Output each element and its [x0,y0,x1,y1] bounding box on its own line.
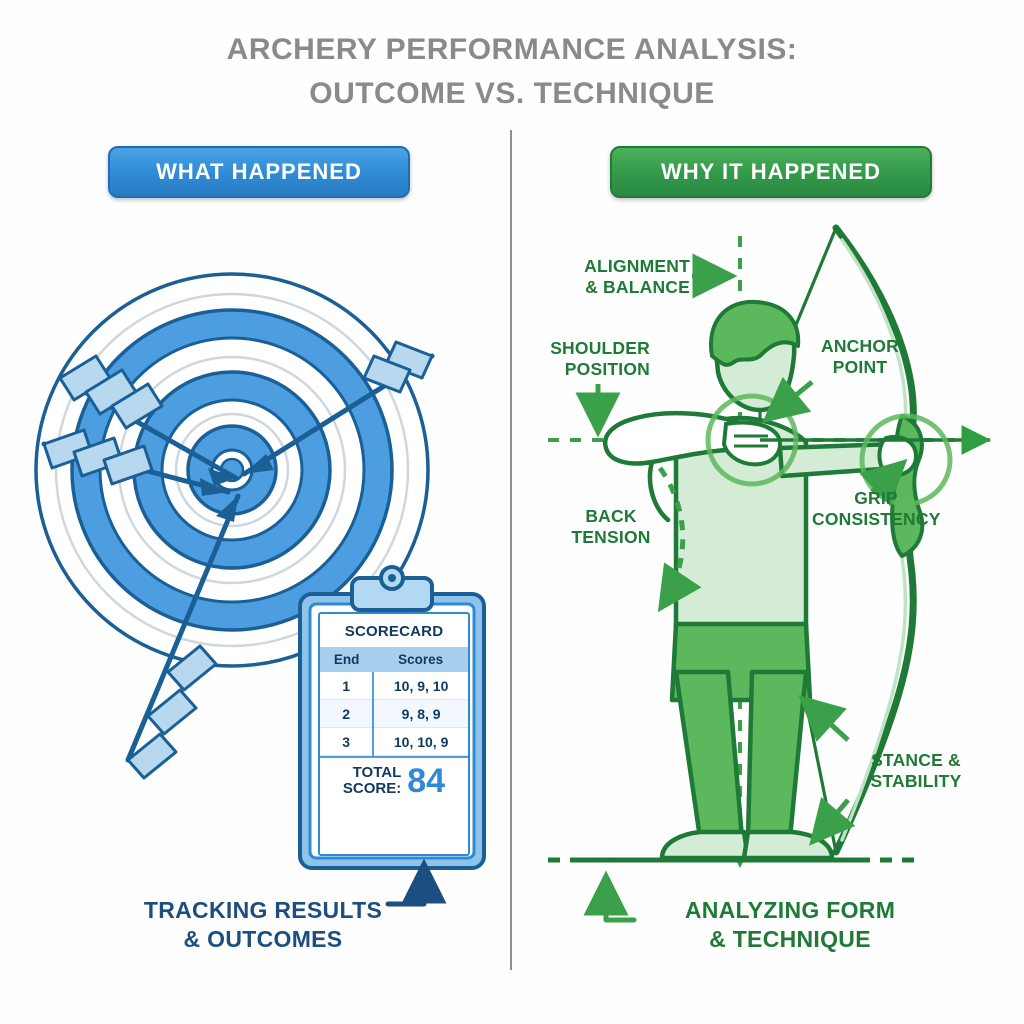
annotation-line1: STANCE & [871,750,961,770]
stance-leader-upper [798,694,850,742]
caption-line1: TRACKING RESULTS [143,897,383,923]
row-end: 3 [320,727,375,756]
row-scores: 10, 10, 9 [373,727,468,756]
row-end: 1 [320,672,375,700]
scorecard-col-end: End [320,647,374,672]
panel-divider [510,130,512,970]
annotation-line2: POSITION [564,359,650,380]
target-arrow-3 [241,340,435,477]
caption-line2: & TECHNIQUE [709,926,871,953]
row-end: 2 [320,699,375,728]
target-arrow-4 [125,493,241,780]
annotation-grip-consistency: GRIP CONSISTENCY [812,488,940,531]
grip-leader [859,458,908,507]
caption-line2: & OUTCOMES [183,926,343,953]
scorecard-header-row: End Scores [320,647,468,672]
annotation-line2: CONSISTENCY [812,509,941,530]
annotation-line1: ALIGNMENT [584,256,690,276]
annotation-line1: ANCHOR [820,336,899,356]
badge-what-happened-label: WHAT HAPPENED [156,159,362,184]
scorecard-table: End Scores 1 10, 9, 10 2 9, 8, 9 3 10, 1… [320,647,468,756]
total-label-line2: SCORE: [342,780,402,797]
annotation-anchor-point: ANCHOR POINT [800,336,920,379]
annotation-line1: SHOULDER [550,338,650,358]
annotation-line1: GRIP [854,488,898,508]
annotation-stance-stability: STANCE & STABILITY [856,750,976,793]
annotation-shoulder-position: SHOULDER POSITION [518,338,650,381]
scorecard-title: SCORECARD [344,623,444,640]
scorecard-col-scores: Scores [373,647,468,672]
badge-why-it-happened-label: WHY IT HAPPENED [661,159,881,184]
annotation-alignment-balance: ALIGNMENT & BALANCE [520,256,690,299]
archery-target [34,272,430,668]
badge-what-happened: WHAT HAPPENED [108,146,410,198]
total-label-line1: TOTAL [352,764,402,782]
row-scores: 9, 8, 9 [373,699,468,728]
table-row: 2 9, 8, 9 [320,699,468,728]
scorecard-total: TOTAL SCORE: 84 [320,756,468,802]
stance-leader-lower [809,796,856,846]
badge-why-it-happened: WHY IT HAPPENED [610,146,932,198]
anchor-point-highlight [705,393,799,487]
annotation-line2: TENSION [571,527,651,548]
page-title: ARCHERY PERFORMANCE ANALYSIS: OUTCOME VS… [0,28,1024,115]
target-arrow-1 [57,354,239,486]
caption-line1: ANALYZING FORM [684,897,896,923]
right-caption-connector [583,870,637,923]
annotation-line2: POINT [832,357,888,378]
table-row: 3 10, 10, 9 [320,727,468,756]
annotation-line2: STABILITY [870,771,962,792]
left-caption-connector [385,858,447,907]
caption-tracking-results: TRACKING RESULTS & OUTCOMES [118,896,408,955]
scorecard: SCORECARD End Scores 1 10, 9, 10 2 9, 8,… [318,612,470,856]
anchor-leader [762,376,814,423]
scorecard-total-value: 84 [407,762,446,800]
target-arrow-2 [41,428,231,496]
row-scores: 10, 9, 10 [373,672,468,700]
caption-analyzing-form: ANALYZING FORM & TECHNIQUE [640,896,940,955]
annotation-back-tension: BACK TENSION [552,506,670,549]
annotation-line2: & BALANCE [585,277,690,298]
annotation-line1: BACK [585,506,637,526]
page-title-line1: ARCHERY PERFORMANCE ANALYSIS: [226,33,798,66]
page-title-line2: OUTCOME VS. TECHNIQUE [309,76,715,110]
scorecard-total-label: TOTAL SCORE: [343,765,401,797]
table-row: 1 10, 9, 10 [320,672,468,700]
